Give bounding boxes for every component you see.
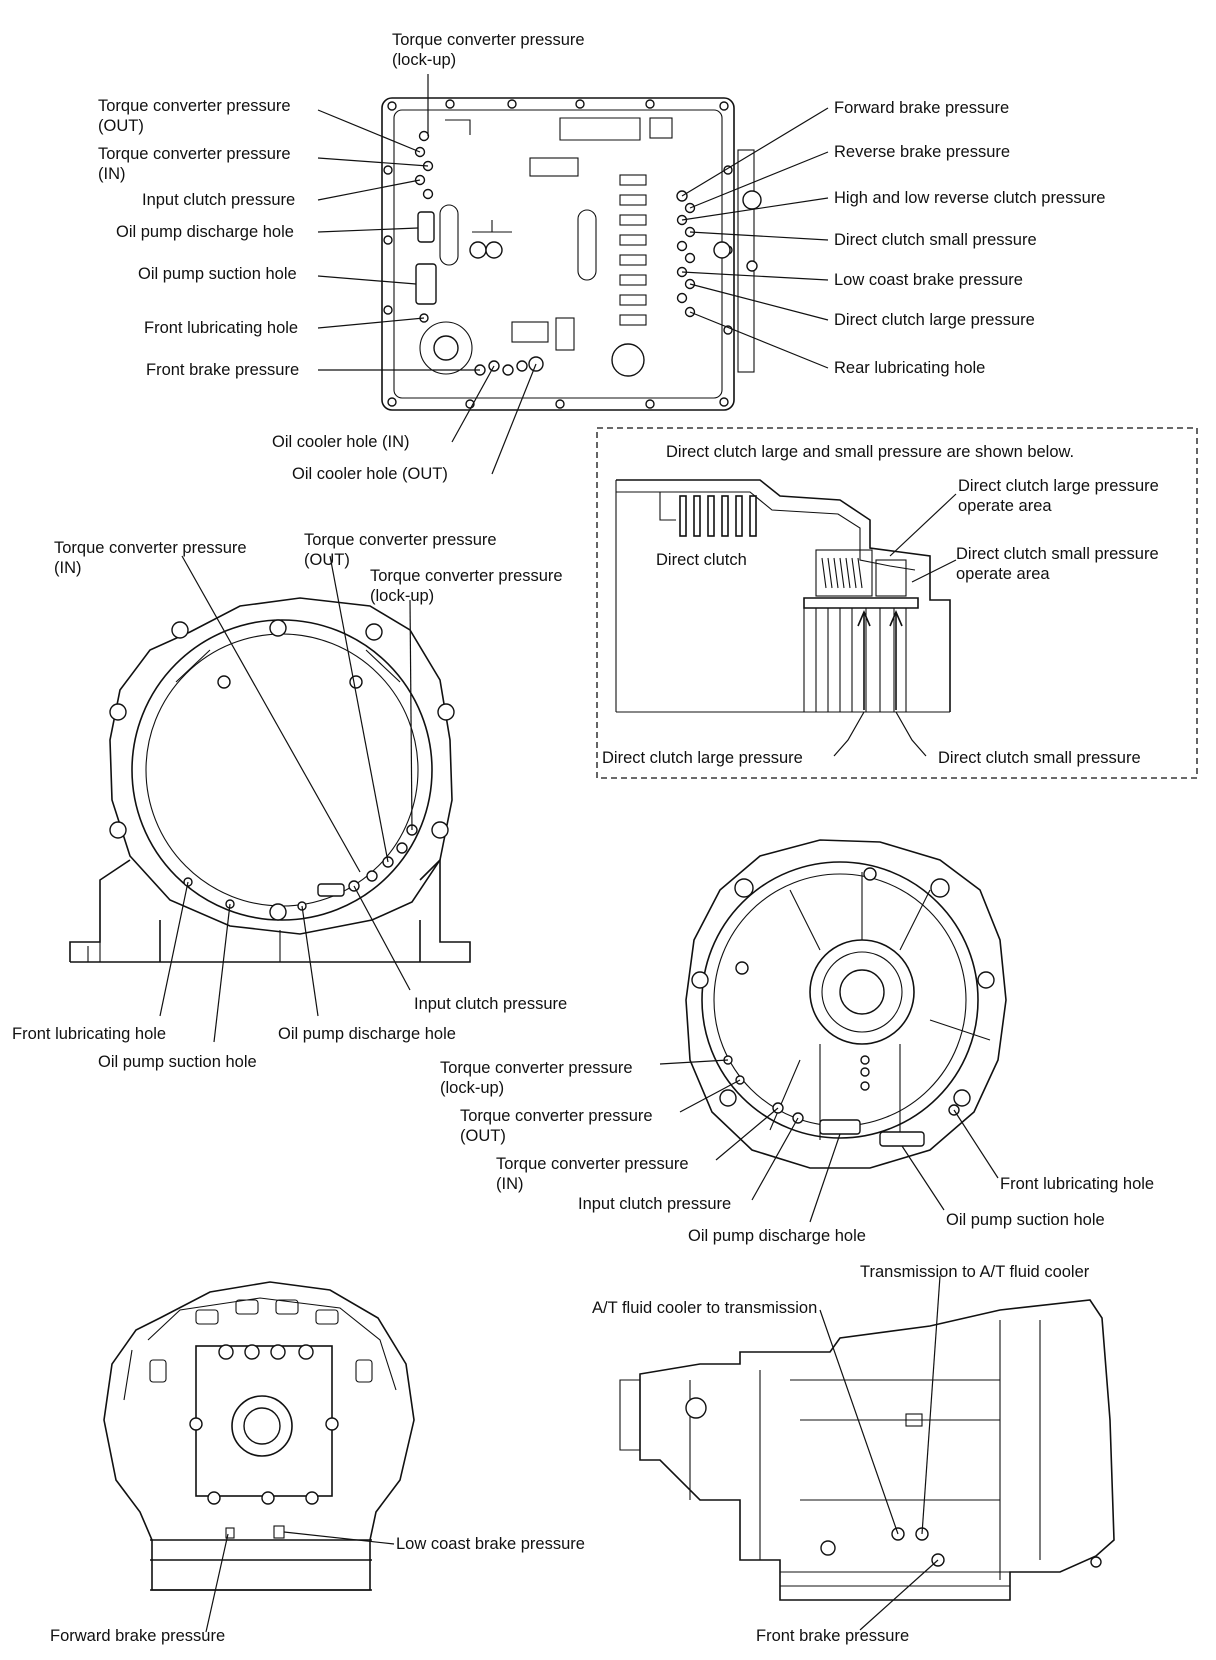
label-front-brake-side: Front brake pressure [756, 1627, 910, 1645]
label-pump-suction-pump: Oil pump suction hole [946, 1211, 1105, 1229]
side-view-drawing [619, 1299, 1115, 1601]
label-dc-small-area: Direct clutch small pressure operate are… [956, 545, 1159, 583]
label-low-coast-top: Low coast brake pressure [834, 271, 1023, 289]
label-reverse-brake-top: Reverse brake pressure [834, 143, 1011, 161]
label-dc-small-top: Direct clutch small pressure [834, 231, 1037, 249]
label-oil-cooler-out: Oil cooler hole (OUT) [292, 465, 448, 483]
label-tc-out-top: Torque converter pressure (OUT) [98, 97, 291, 135]
pump-face-drawing [685, 839, 1007, 1169]
label-tc-lockup-housing: Torque converter pressure (lock-up) [370, 567, 563, 605]
label-forward-brake-rear: Forward brake pressure [50, 1627, 226, 1645]
label-tc-in-top: Torque converter pressure (IN) [98, 145, 291, 183]
label-tc-in-pump: Torque converter pressure (IN) [496, 1155, 689, 1193]
label-dc-large-pressure: Direct clutch large pressure [602, 749, 803, 767]
label-dc-large-top: Direct clutch large pressure [834, 311, 1035, 329]
label-oil-cooler-in: Oil cooler hole (IN) [272, 433, 410, 451]
label-hl-reverse-clutch-top: High and low reverse clutch pressure [834, 189, 1106, 207]
label-dc-large-area: Direct clutch large pressure operate are… [958, 477, 1159, 515]
label-pump-suction-top: Oil pump suction hole [138, 265, 297, 283]
label-pump-suction-housing: Oil pump suction hole [98, 1053, 257, 1071]
label-front-lube-pump: Front lubricating hole [1000, 1175, 1155, 1193]
rear-view-leaders [205, 1531, 395, 1633]
label-forward-brake-top: Forward brake pressure [834, 99, 1010, 117]
pump-face-leaders [659, 1059, 999, 1223]
label-input-clutch-housing: Input clutch pressure [414, 995, 568, 1013]
label-trans-to-cooler: Transmission to A/T fluid cooler [860, 1263, 1090, 1281]
label-front-lube-top: Front lubricating hole [144, 319, 299, 337]
label-tc-in-housing: Torque converter pressure (IN) [54, 539, 247, 577]
label-lockup-top: Torque converter pressure (lock-up) [392, 31, 585, 69]
label-low-coast-rear: Low coast brake pressure [396, 1535, 585, 1553]
rear-view-drawing [103, 1281, 415, 1591]
label-direct-clutch: Direct clutch [656, 551, 747, 569]
label-tc-out-pump: Torque converter pressure (OUT) [460, 1107, 653, 1145]
label-front-lube-housing: Front lubricating hole [12, 1025, 167, 1043]
converter-housing-leaders [159, 555, 413, 1043]
label-pump-discharge-pump: Oil pump discharge hole [688, 1227, 866, 1245]
case-face-leaders [317, 74, 829, 475]
side-view-leaders [819, 1275, 941, 1631]
inset-caption: Direct clutch large and small pressure a… [666, 443, 1075, 461]
label-pump-discharge-housing: Oil pump discharge hole [278, 1025, 456, 1043]
label-pump-discharge-top: Oil pump discharge hole [116, 223, 294, 241]
case-face-drawing [381, 97, 762, 411]
label-dc-small-pressure: Direct clutch small pressure [938, 749, 1141, 767]
label-front-brake-top: Front brake pressure [146, 361, 300, 379]
label-input-clutch-pump: Input clutch pressure [578, 1195, 732, 1213]
direct-clutch-inset [596, 427, 1198, 779]
label-tc-lockup-pump: Torque converter pressure (lock-up) [440, 1059, 633, 1097]
label-cooler-to-trans: A/T fluid cooler to transmission [592, 1299, 818, 1317]
label-input-clutch-top: Input clutch pressure [142, 191, 296, 209]
label-tc-out-housing: Torque converter pressure (OUT) [304, 531, 497, 569]
label-rear-lube-top: Rear lubricating hole [834, 359, 986, 377]
